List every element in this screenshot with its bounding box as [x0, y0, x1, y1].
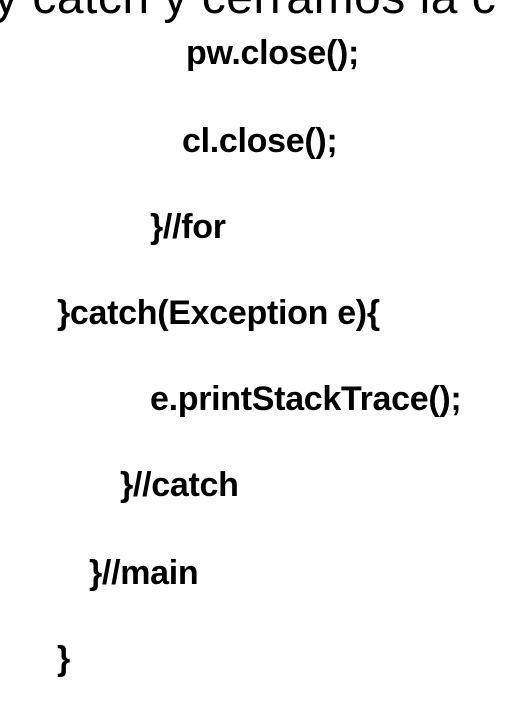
code-line-cl-close: cl.close(); [182, 122, 338, 160]
code-line-end-catch: }//catch [120, 466, 239, 504]
code-line-pw-close: pw.close(); [186, 34, 360, 72]
code-line-print-stack-trace: e.printStackTrace(); [150, 380, 462, 418]
code-line-catch: }catch(Exception e){ [57, 294, 380, 332]
code-line-end-main: }//main [89, 554, 199, 592]
code-line-end-class: } [57, 640, 70, 678]
code-line-end-for: }//for [150, 208, 226, 246]
cropped-heading-text: y catch y cerramos la c [0, 0, 496, 25]
